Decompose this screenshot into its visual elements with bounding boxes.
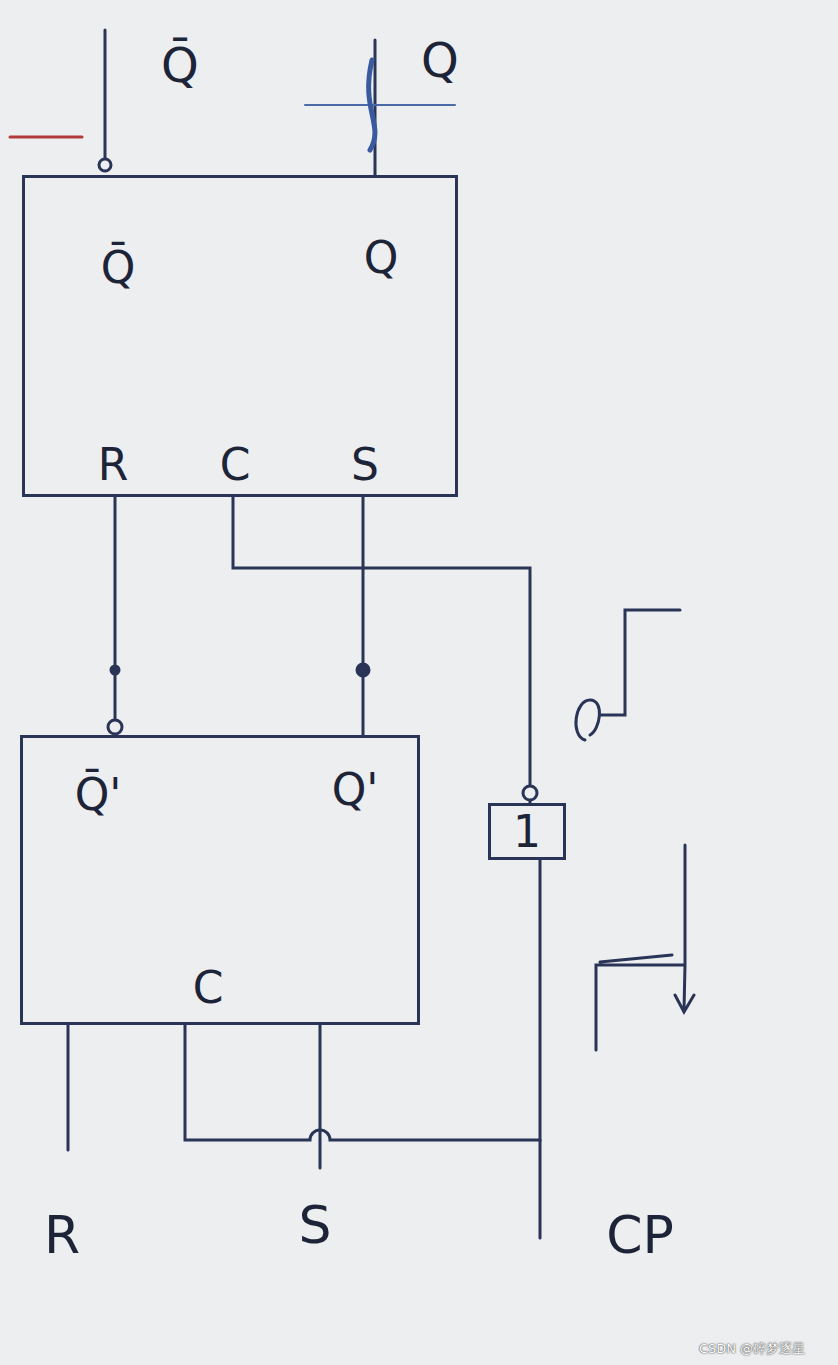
clock-label: CP — [606, 1209, 674, 1261]
pin-label: 1 — [513, 810, 541, 854]
input-wire — [319, 1025, 322, 1168]
annotation-mark — [305, 104, 455, 106]
inversion-bubble — [108, 720, 122, 734]
output-label: Q̄ — [161, 41, 199, 89]
input-label: R — [44, 1209, 80, 1261]
inversion-bubble — [523, 786, 537, 800]
slave-flipflop-box: Q̄ Q R C S — [22, 175, 458, 497]
inversion-bubble — [99, 159, 111, 171]
input-wire — [67, 1025, 70, 1150]
input-label: S — [298, 1199, 331, 1251]
pulse-sketch — [576, 610, 680, 740]
annotation-mark — [369, 60, 375, 150]
clock-wire — [539, 1140, 542, 1238]
wire-connector — [233, 497, 530, 803]
pin-label: C — [193, 966, 224, 1010]
pin-label: Q' — [332, 768, 379, 812]
wire-connector — [114, 497, 117, 735]
inverter-box: 1 — [488, 803, 566, 860]
pin-label: Q̄ — [101, 246, 136, 290]
pin-label: C — [220, 443, 251, 487]
junction-dot — [111, 666, 119, 674]
wire-connector — [362, 497, 365, 735]
output-wire — [104, 30, 107, 158]
watermark: CSDN @碎梦逐星 — [699, 1342, 805, 1355]
output-label: Q — [421, 36, 459, 84]
pin-label: R — [98, 443, 129, 487]
junction-dot — [357, 664, 369, 676]
master-flipflop-box: Q̄' Q' C — [20, 735, 420, 1025]
pin-label: Q̄' — [75, 773, 122, 817]
wire-connector — [185, 860, 540, 1140]
pin-label: Q — [364, 236, 399, 280]
pin-label: S — [351, 443, 379, 487]
annotation-mark — [10, 136, 82, 139]
pulse-sketch — [596, 845, 694, 1050]
